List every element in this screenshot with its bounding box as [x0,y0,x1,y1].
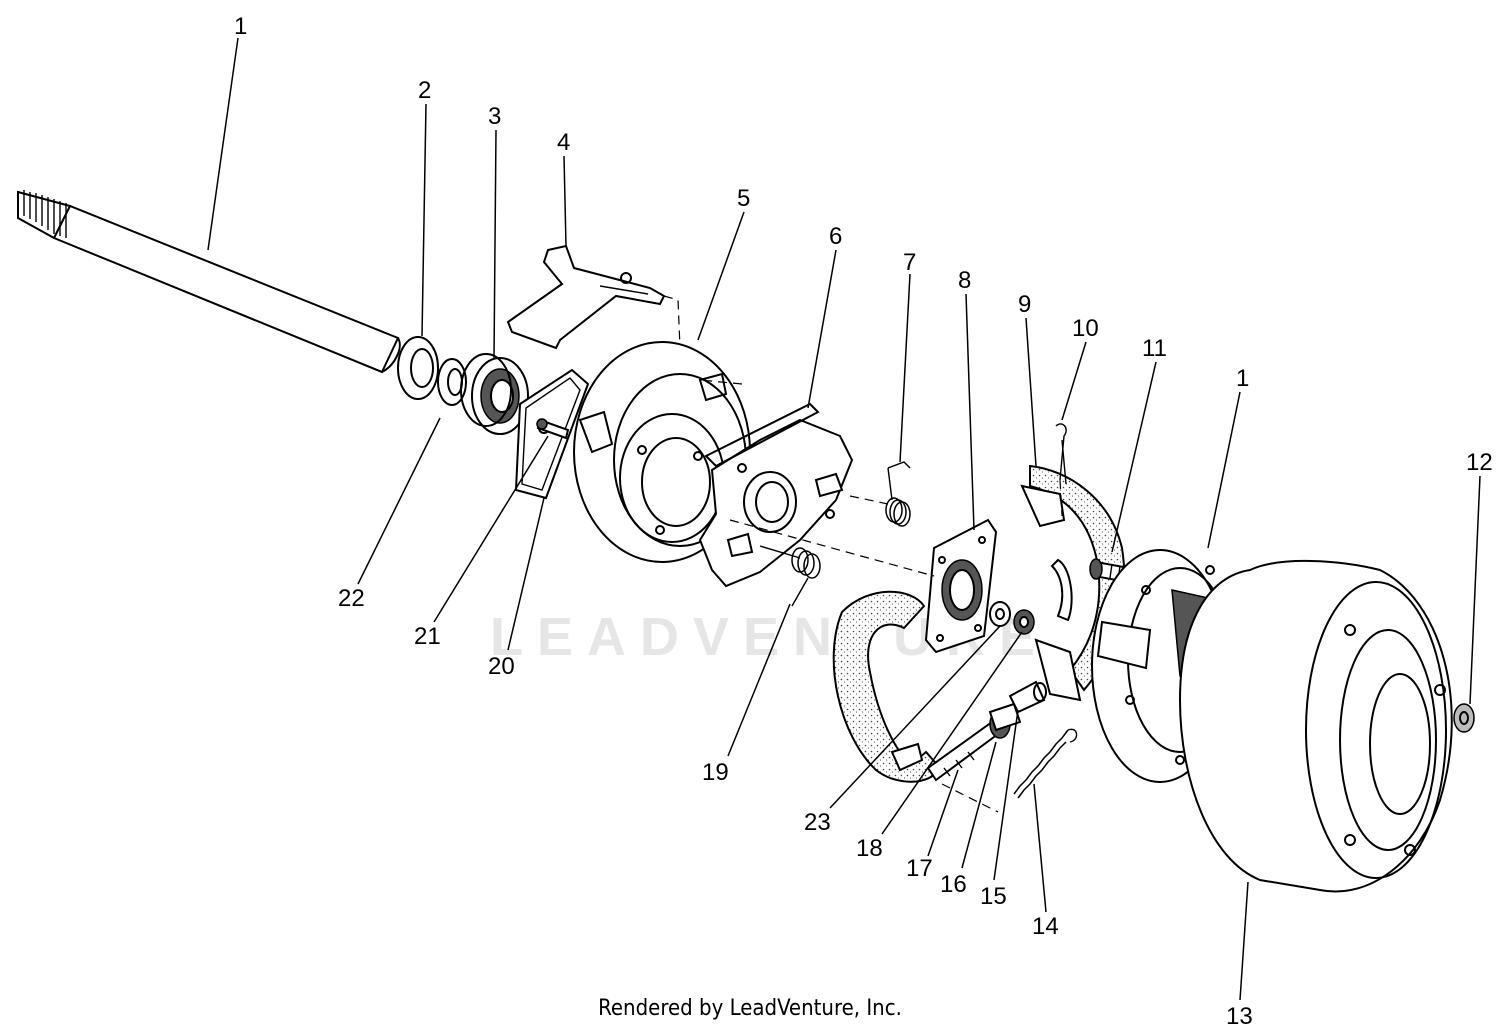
callout-17: 17 [906,855,933,882]
cotter-pin [1055,423,1067,485]
seal-plate [924,518,998,654]
callout-1-hub: 1 [1236,365,1249,392]
brake-lever [506,244,681,350]
callout-10: 10 [1072,315,1099,342]
callout-19: 19 [702,759,729,786]
actuator-bracket [698,402,854,588]
brake-shoe-lower [832,590,942,783]
hex-nut [1013,609,1035,635]
seal-ring [397,336,439,400]
callout-23: 23 [804,809,831,836]
callout-2: 2 [418,77,431,104]
callout-18: 18 [856,835,883,862]
footer-credit: Rendered by LeadVenture, Inc. [598,996,902,1021]
callout-11: 11 [1142,335,1167,362]
adjuster-sleeve [1008,680,1047,714]
callout-1-shaft: 1 [234,13,247,40]
callout-labels: 1 2 3 4 5 6 7 8 9 10 11 1 12 13 14 15 16… [234,13,1493,1030]
callout-16: 16 [940,871,967,898]
callout-22: 22 [338,585,365,612]
return-spring [1013,728,1078,799]
callout-21: 21 [414,623,441,650]
callout-5: 5 [737,185,750,212]
washer [989,601,1011,627]
assembly-guide-lines [699,379,1063,813]
spacer-ring [437,358,467,406]
adjuster-nut [988,702,1022,739]
callout-13: 13 [1226,1003,1253,1030]
axle-shaft [17,190,401,374]
lug-clip [1453,703,1475,733]
torsion-spring-lower [759,545,821,607]
callout-7: 7 [903,249,916,276]
stud-bolt [536,418,570,440]
callout-8: 8 [958,267,971,294]
callout-3: 3 [488,103,501,130]
callout-6: 6 [829,223,842,250]
brake-drum [1178,560,1453,893]
callout-4: 4 [557,129,570,156]
callout-12: 12 [1466,449,1493,476]
leader-lines [207,37,1481,1001]
torsion-spring-upper [885,461,911,527]
callout-20: 20 [488,653,515,680]
callout-9: 9 [1018,291,1031,318]
bearing [460,353,529,435]
callout-14: 14 [1032,913,1059,940]
callout-15: 15 [980,883,1007,910]
